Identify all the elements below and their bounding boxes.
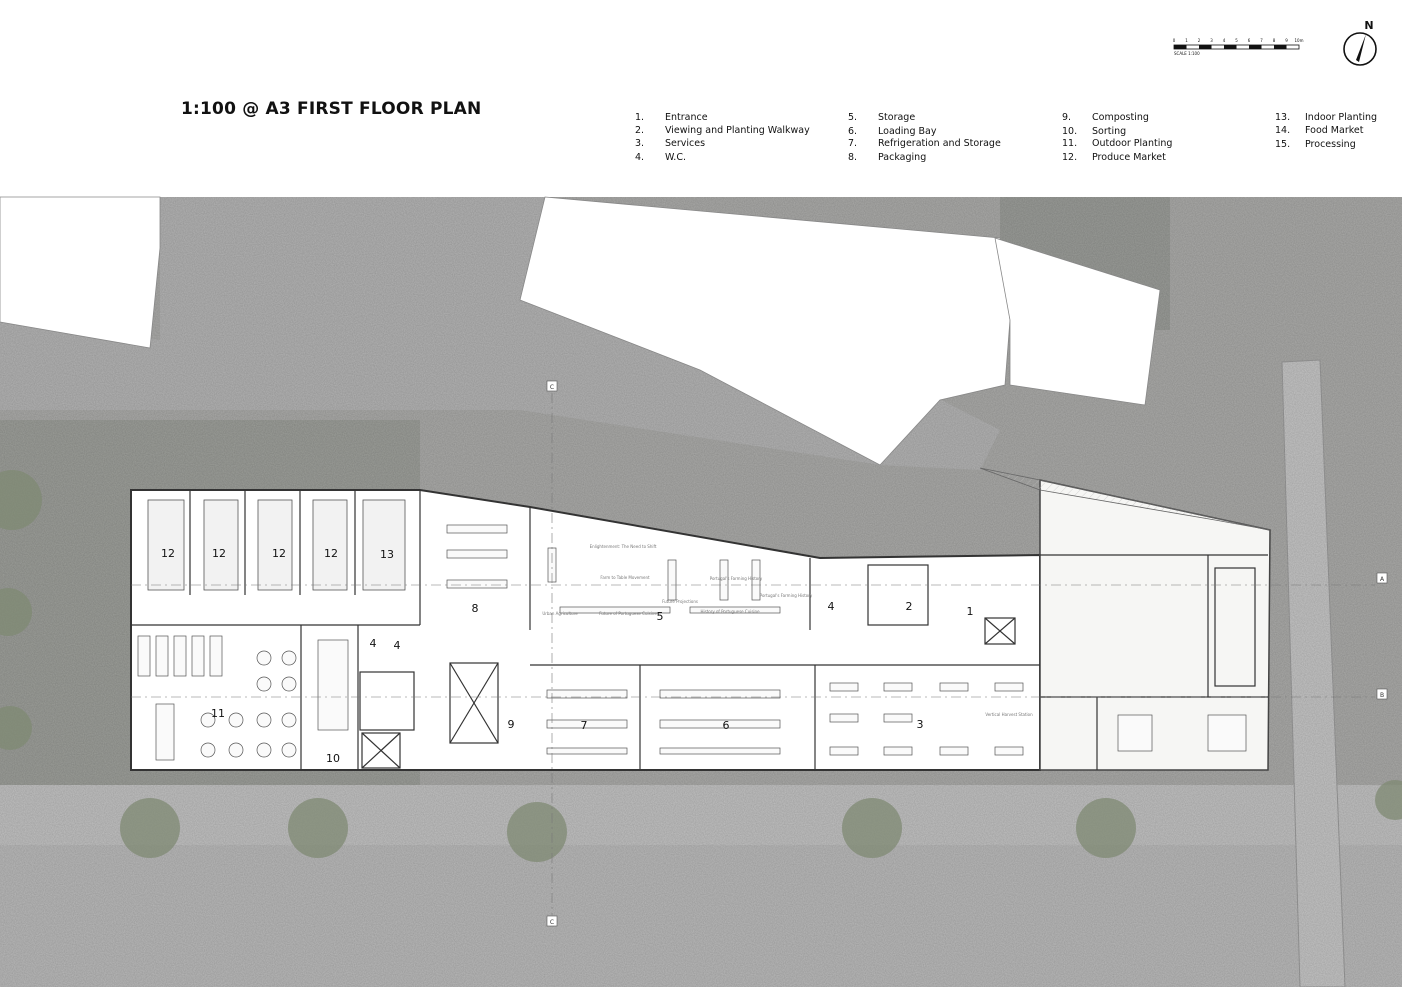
room-label: 7 [581, 719, 588, 732]
legend-label: Food Market [1305, 125, 1364, 136]
svg-text:9: 9 [1285, 38, 1288, 43]
room-label: 4 [394, 639, 401, 652]
legend-number: 7. [848, 138, 858, 149]
legend-number: 8. [848, 152, 858, 163]
svg-text:History of Portuguese Cuisine: History of Portuguese Cuisine [700, 609, 760, 614]
svg-text:Future of Portuguese Cuisine: Future of Portuguese Cuisine [599, 611, 657, 616]
svg-text:C: C [550, 919, 554, 926]
svg-text:8: 8 [1273, 38, 1276, 43]
legend-number: 10. [1062, 126, 1078, 137]
legend-label: Sorting [1092, 126, 1127, 137]
svg-text:4: 4 [1223, 38, 1226, 43]
legend-number: 3. [635, 138, 645, 149]
legend-number: 5. [848, 112, 858, 123]
svg-text:2: 2 [1198, 38, 1201, 43]
svg-text:Vertical Harvest Station: Vertical Harvest Station [985, 712, 1033, 717]
room-label: 4 [370, 637, 377, 650]
room-label: 3 [917, 718, 924, 731]
svg-text:A: A [1380, 576, 1385, 583]
interior-walls [131, 490, 1268, 770]
legend-label: Outdoor Planting [1092, 138, 1173, 149]
legend-number: 9. [1062, 112, 1072, 123]
legend-label: Indoor Planting [1305, 112, 1378, 123]
legend-number: 11. [1062, 138, 1078, 149]
legend-label: Refrigeration and Storage [878, 138, 1001, 149]
svg-text:0: 0 [1173, 38, 1176, 43]
legend-label: Composting [1092, 112, 1149, 123]
neighbour-building-ne [994, 237, 1161, 406]
svg-text:SCALE 1:100: SCALE 1:100 [1174, 51, 1200, 56]
room-label: 12 [161, 547, 175, 560]
room-label: 1 [967, 605, 974, 618]
legend-number: 6. [848, 126, 858, 137]
grid-lines [131, 393, 1375, 915]
svg-text:10m: 10m [1295, 38, 1304, 43]
neighbour-building-west [0, 196, 161, 349]
room-label: 12 [212, 547, 226, 560]
legend-label: Viewing and Planting Walkway [665, 125, 810, 136]
svg-text:3: 3 [1210, 38, 1213, 43]
legend-label: W.C. [665, 152, 686, 163]
svg-text:7: 7 [1260, 38, 1263, 43]
legend-label: Storage [878, 112, 916, 123]
exhibit-panels [547, 547, 781, 614]
room-label: 9 [508, 718, 515, 731]
legend-number: 1. [635, 112, 645, 123]
room-labels: 12 12 12 12 13 8 5 4 2 1 4 4 11 10 9 7 6… [161, 547, 974, 765]
room-label: 4 [828, 600, 835, 613]
market-stalls [147, 499, 406, 591]
svg-text:Portugal's Farming History: Portugal's Farming History [710, 576, 763, 581]
svg-text:Portugal's Farming History: Portugal's Farming History [760, 593, 813, 598]
svg-text:C: C [550, 384, 554, 391]
legend-number: 2. [635, 125, 645, 136]
room-label: 13 [380, 548, 394, 561]
legend-label: Packaging [878, 152, 927, 163]
room-label: 12 [272, 547, 286, 560]
svg-text:B: B [1380, 692, 1384, 699]
legend-label: Entrance [665, 112, 708, 123]
canopy-roof [979, 467, 1271, 531]
room-label: 12 [324, 547, 338, 560]
room-label: 11 [211, 707, 225, 720]
legend-number: 4. [635, 152, 645, 163]
legend-number: 13. [1275, 112, 1291, 123]
svg-text:N: N [1364, 19, 1373, 32]
legend-label: Produce Market [1092, 152, 1166, 163]
room-label: 6 [723, 719, 730, 732]
room-label: 10 [326, 752, 340, 765]
legend-label: Processing [1305, 139, 1356, 150]
svg-text:1: 1 [1185, 38, 1188, 43]
room-label: 2 [906, 600, 913, 613]
legend-number: 14. [1275, 125, 1291, 136]
svg-text:Enlightenment: The Need to Shi: Enlightenment: The Need to Shift [590, 544, 657, 549]
svg-text:5: 5 [1235, 38, 1238, 43]
room-label: 5 [657, 610, 664, 623]
legend-label: Services [665, 138, 706, 149]
svg-text:Future Projections: Future Projections [662, 599, 698, 604]
page-title: 1:100 @ A3 FIRST FLOOR PLAN [181, 99, 482, 119]
scale-bar: 0 1 2 3 4 5 6 7 8 9 10m SCALE 1:100 [1173, 38, 1304, 56]
room-label: 8 [472, 602, 479, 615]
exhibit-captions: Enlightenment: The Need to Shift Farm to… [542, 544, 1033, 717]
svg-text:Farm to Table Movement: Farm to Table Movement [600, 575, 650, 580]
legend-label: Loading Bay [878, 126, 937, 137]
legend-number: 15. [1275, 139, 1291, 150]
legend-number: 12. [1062, 152, 1078, 163]
grid-tags: C C A B [546, 380, 1388, 927]
north-arrow-icon: N [1343, 19, 1377, 66]
seating [137, 524, 1247, 761]
svg-text:6: 6 [1248, 38, 1251, 43]
svg-text:Urban Agriculture: Urban Agriculture [542, 611, 578, 616]
